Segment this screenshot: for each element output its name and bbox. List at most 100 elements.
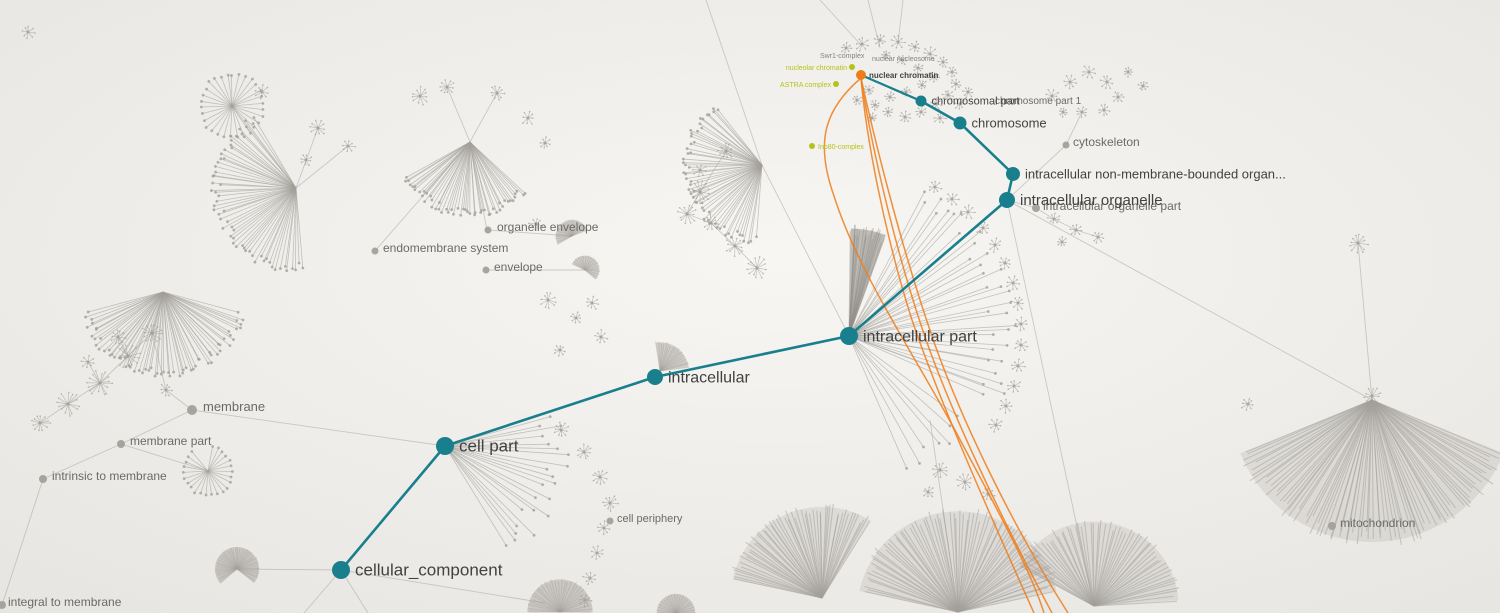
term-label-cytoskeleton[interactable]: cytoskeleton <box>1073 135 1140 149</box>
collapsed-node-cluster-icon <box>1098 103 1111 116</box>
term-node-membrane[interactable] <box>187 405 197 415</box>
gray-edge <box>1006 199 1095 607</box>
collapsed-node-cluster-icon <box>540 291 557 309</box>
collapsed-node-cluster-icon <box>988 418 1003 433</box>
collapsed-node-cluster-icon <box>933 112 947 124</box>
gray-edge <box>303 569 342 613</box>
selected-node-intracellular-part[interactable] <box>840 327 858 345</box>
collapsed-node-cluster-icon <box>602 495 620 512</box>
term-node-envelope[interactable] <box>482 266 490 274</box>
tiny-term-label-swr1-complex[interactable]: Swr1-complex <box>820 53 865 60</box>
selected-node-cell-part[interactable] <box>436 437 454 455</box>
selected-node-chromosomal-part[interactable] <box>915 95 927 107</box>
selected-node-label-intracellular-non-membrane-bounded-organelle[interactable]: intracellular non-membrane-bounded organ… <box>1025 166 1286 181</box>
term-node-integral-to-membrane[interactable] <box>0 601 6 609</box>
collapsed-node-cluster-icon <box>578 594 593 608</box>
gray-edge <box>165 389 193 411</box>
selected-node-intracellular-organelle[interactable] <box>999 192 1015 208</box>
term-node-mitochondrion[interactable] <box>1328 522 1336 530</box>
collapsed-node-cluster-icon <box>582 572 596 586</box>
term-node-organelle-envelope[interactable] <box>484 226 492 234</box>
collapsed-node-cluster-icon <box>725 236 745 258</box>
selected-node-label-cellular-component[interactable]: cellular_component <box>355 561 503 580</box>
selected-node-intracellular-non-membrane-bounded-organelle[interactable] <box>1006 167 1020 181</box>
term-label-chromosome-part-1[interactable]: chromosome part 1 <box>995 96 1082 107</box>
collapsed-node-cluster-icon <box>586 295 600 310</box>
selected-node-chromosome[interactable] <box>953 116 967 130</box>
match-node-ino80-complex[interactable] <box>809 143 815 149</box>
term-node-membrane-part[interactable] <box>117 440 125 448</box>
collapsed-node-cluster-icon <box>1112 91 1125 103</box>
term-label-intracellular-organelle-part[interactable]: intracellular organelle part <box>1043 199 1182 213</box>
collapsed-node-cluster-icon <box>590 545 604 560</box>
collapsed-node-cluster-icon <box>1045 88 1059 102</box>
selected-node-label-intracellular-part[interactable]: intracellular part <box>863 328 977 345</box>
term-label-organelle-envelope[interactable]: organelle envelope <box>497 220 599 234</box>
tiny-term-label-nuclear-nucleosome[interactable]: nuclear nucleosome <box>872 56 935 63</box>
selected-node-label-intracellular-organelle[interactable]: intracellular organelle <box>1020 192 1163 209</box>
term-node-intracellular-organelle-part[interactable] <box>1032 204 1040 212</box>
match-node-label-ino80-complex[interactable]: Ino80-complex <box>818 144 864 151</box>
term-label-mitochondrion[interactable]: mitochondrion <box>1340 516 1415 530</box>
match-node-label-nucleolar-chromatin[interactable]: nucleolar chromatin <box>786 65 847 72</box>
term-label-membrane-part[interactable]: membrane part <box>130 434 212 448</box>
highlighted-node-nuclear-chromatin[interactable] <box>856 70 866 80</box>
collapsed-node-cluster-icon <box>1006 275 1021 291</box>
collapsed-node-cluster-icon <box>1240 398 1254 411</box>
collapsed-node-cluster-icon <box>553 421 570 437</box>
collapsed-subtree-fan <box>1240 399 1500 546</box>
match-node-nucleolar-chromatin[interactable] <box>849 64 855 70</box>
collapsed-subtree-fan <box>209 116 305 273</box>
collapsed-node-cluster-icon <box>553 345 566 357</box>
selected-node-cellular-component[interactable] <box>332 561 350 579</box>
selected-node-intracellular[interactable] <box>647 369 663 385</box>
term-label-cell-periphery[interactable]: cell periphery <box>617 513 683 525</box>
term-node-intrinsic-to-membrane[interactable] <box>39 475 47 483</box>
collapsed-node-cluster-icon <box>309 119 325 136</box>
collapsed-node-cluster-icon <box>884 91 896 102</box>
term-label-endomembrane-system[interactable]: endomembrane system <box>383 241 508 255</box>
gray-edge <box>295 145 349 189</box>
collapsed-node-cluster-icon <box>592 470 608 485</box>
collapsed-node-cluster-icon <box>56 391 81 417</box>
collapsed-subtree-fan <box>214 546 260 584</box>
selected-node-label-intracellular[interactable]: intracellular <box>668 369 750 386</box>
collapsed-node-cluster-icon <box>141 324 164 343</box>
match-node-label-astra-complex[interactable]: ASTRA complex <box>780 82 831 89</box>
highlight-path-edge <box>860 77 1035 613</box>
selected-node-label-cell-part[interactable]: cell part <box>459 437 519 456</box>
collapsed-node-cluster-icon <box>1123 66 1133 78</box>
collapsed-node-cluster-icon <box>882 106 893 118</box>
collapsed-subtree-fan <box>571 255 600 280</box>
term-node-endomembrane-system[interactable] <box>371 247 379 255</box>
collapsed-node-cluster-icon <box>1069 224 1083 236</box>
selected-node-label-chromosome[interactable]: chromosome <box>972 115 1047 130</box>
collapsed-node-cluster-icon <box>439 79 455 94</box>
term-label-integral-to-membrane[interactable]: integral to membrane <box>8 595 122 609</box>
term-label-intrinsic-to-membrane[interactable]: intrinsic to membrane <box>52 469 167 483</box>
collapsed-node-cluster-icon <box>1099 75 1114 90</box>
selected-path-edge <box>860 73 922 103</box>
term-label-membrane[interactable]: membrane <box>203 399 265 414</box>
collapsed-node-cluster-icon <box>522 110 534 125</box>
gray-edge <box>761 164 850 337</box>
term-label-envelope[interactable]: envelope <box>494 260 543 274</box>
gray-edge <box>819 0 863 47</box>
collapsed-node-cluster-icon <box>999 257 1011 270</box>
selected-node-label-chromosomal-part[interactable]: chromosomal part <box>932 96 1020 108</box>
collapsed-node-cluster-icon <box>841 41 853 54</box>
gray-edge <box>191 409 446 447</box>
collapsed-node-cluster-icon <box>716 142 733 158</box>
collapsed-node-cluster-icon <box>1010 296 1024 311</box>
collapsed-node-cluster-icon <box>956 473 972 491</box>
collapsed-node-cluster-icon <box>999 398 1013 414</box>
collapsed-node-cluster-icon <box>1014 338 1029 352</box>
highlighted-node-label-nuclear-chromatin[interactable]: nuclear chromatin <box>869 71 938 80</box>
collapsed-node-cluster-icon <box>923 46 938 61</box>
term-node-cytoskeleton[interactable] <box>1062 141 1070 149</box>
match-node-astra-complex[interactable] <box>833 81 839 87</box>
collapsed-node-cluster-icon <box>890 34 906 49</box>
term-node-cell-periphery[interactable] <box>606 517 614 525</box>
